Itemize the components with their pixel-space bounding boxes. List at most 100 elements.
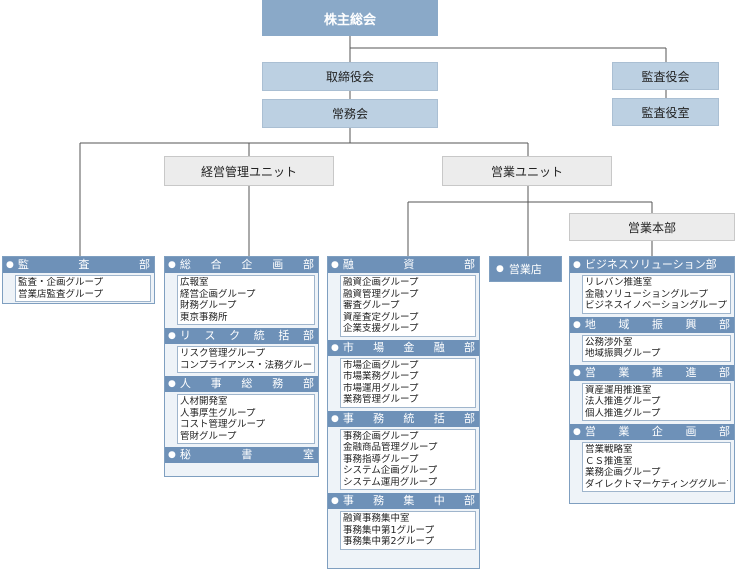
management-departments: ●総合企画部広報室経営企画グループ財務グループ東京事務所●リスク統括部リスク管理…: [164, 256, 319, 477]
bullet-icon: ●: [573, 260, 581, 270]
auditor-office-box: 監査役室: [612, 98, 719, 126]
department-header: ● リスク統括部: [165, 328, 318, 344]
department-header: ● 事務統括部: [328, 410, 479, 427]
auditors-board-box: 監査役会: [612, 62, 719, 90]
title-char: 部: [302, 377, 314, 390]
department-header: ●地域振興部: [570, 316, 734, 333]
title-char: 務: [373, 494, 385, 507]
group-list: 人材開発室人事厚生グループコスト管理グループ管財グループ: [177, 394, 315, 444]
list-item: 審査グループ: [343, 300, 400, 311]
list-item: コンプライアンス・法務グループ: [180, 359, 312, 371]
bullet-icon: ●: [331, 413, 339, 424]
list-item: 営業戦略室: [585, 444, 633, 455]
department-title: 地域振興部: [585, 317, 730, 333]
department-title: 事務集中部: [343, 493, 475, 509]
title-char: 集: [403, 494, 415, 507]
bullet-icon: ●: [168, 450, 176, 460]
title-char: 企: [651, 425, 663, 438]
audit-department-header: ● 監 査 部: [3, 257, 154, 273]
list-item: システム企画グループ: [343, 465, 438, 476]
title-char: 事: [210, 377, 222, 390]
title-char: 監: [17, 258, 29, 271]
title-char: 市: [342, 340, 354, 354]
audit-department-title: 監 査 部: [18, 257, 150, 273]
title-char: 査: [78, 258, 90, 271]
bullet-icon: ●: [573, 367, 581, 378]
department-title: 秘書室: [180, 447, 314, 463]
sales-hq-departments: ●ビジネスソリューション部リレバン推進室金融ソリューショングループビジネスイノベ…: [569, 256, 735, 504]
department-title: 事務統括部: [343, 411, 475, 427]
bullet-icon: ●: [573, 319, 581, 330]
list-item: ビジネスイノベーショングループ: [585, 300, 727, 311]
department-title: リスク統括部: [180, 328, 314, 344]
shareholders-meeting-box: 株主総会: [262, 0, 438, 36]
bullet-icon: ●: [331, 260, 339, 270]
sales-hq-box: 営業本部: [569, 213, 735, 241]
bullet-icon: ●: [6, 260, 14, 270]
title-char: 事: [342, 411, 354, 425]
department-header: ●事務集中部: [328, 493, 479, 509]
title-char: 進: [685, 365, 697, 379]
spacer: [165, 463, 318, 466]
department-header: ●融 資 部: [328, 257, 479, 273]
list-item: 融資事務集中室: [343, 513, 410, 524]
group-list: 広報室経営企画グループ財務グループ東京事務所: [177, 275, 315, 325]
list-item: 融資管理グループ: [343, 288, 419, 300]
department-title: 人事総務部: [180, 376, 314, 392]
sales-unit-box: 営業ユニット: [442, 156, 612, 186]
title-char: 振: [651, 317, 663, 331]
title-char: 部: [138, 258, 150, 271]
bullet-icon: ●: [496, 264, 504, 274]
title-char: 業: [618, 365, 630, 379]
group-list: 融資事務集中室事務集中第1グループ事務集中第2グループ: [340, 511, 476, 550]
bullet-icon: ●: [168, 331, 176, 341]
list-item: 営業店監査グループ: [18, 288, 103, 300]
list-item: 財務グループ: [180, 300, 237, 311]
title-char: 部: [463, 258, 475, 271]
title-char: 秘: [179, 448, 191, 461]
list-item: 事務集中第2グループ: [343, 536, 434, 547]
title-char: 融: [342, 258, 354, 271]
title-char: 部: [463, 340, 475, 354]
department-title: 総合企画部: [180, 257, 314, 273]
title-char: 務: [272, 377, 284, 390]
title-char: リ: [179, 329, 191, 342]
operations-departments: ●融資部融資企画グループ融資管理グループ審査グループ資産査定グループ企業支援グル…: [327, 256, 480, 569]
title-char: 企: [241, 258, 253, 271]
department-title: ビジネスソリューション部: [585, 257, 730, 273]
title-char: 興: [685, 317, 697, 331]
title-char: 中: [433, 494, 445, 507]
list-item: 事務集中第1グループ: [343, 524, 434, 536]
title-char: 統: [253, 329, 265, 342]
bullet-icon: ●: [168, 379, 176, 389]
list-item: 監査・企画グループ: [18, 277, 103, 288]
title-char: ス: [204, 329, 216, 342]
title-char: 域: [618, 317, 630, 331]
title-char: 業: [618, 425, 630, 438]
group-list: 資産運用推進室法人推進グループ個人推進グループ: [582, 382, 731, 421]
department-header: ● ビジネスソリューション部: [570, 257, 734, 273]
list-item: 事務企画グループ: [343, 430, 419, 442]
list-item: 市場運用グループ: [343, 382, 419, 394]
title-char: 営: [584, 365, 596, 379]
title-char: 書: [241, 448, 253, 461]
title-char: ク: [229, 329, 241, 342]
list-item: 人事厚生グループ: [180, 407, 256, 419]
title-char: 融: [433, 340, 445, 354]
list-item: 業務企画グループ: [585, 467, 661, 478]
title-char: 資: [403, 258, 415, 271]
list-item: システム運用グループ: [343, 476, 438, 488]
bullet-icon: ●: [168, 260, 176, 270]
title-char: 室: [302, 448, 314, 461]
title-char: 金: [403, 340, 415, 354]
department-header: ●市場金融部: [328, 339, 479, 356]
group-list: 公務渉外室地域振興グループ: [582, 334, 731, 362]
branch-label: 営業店: [508, 263, 542, 276]
group-list: リスク管理グループコンプライアンス・法務グループ: [177, 346, 315, 373]
title-char: 事: [342, 494, 354, 507]
title-char: 部: [718, 317, 730, 331]
list-item: コスト管理グループ: [180, 419, 265, 430]
department-header: ●営業企画部: [570, 424, 734, 440]
list-item: 人材開発室: [180, 396, 228, 407]
